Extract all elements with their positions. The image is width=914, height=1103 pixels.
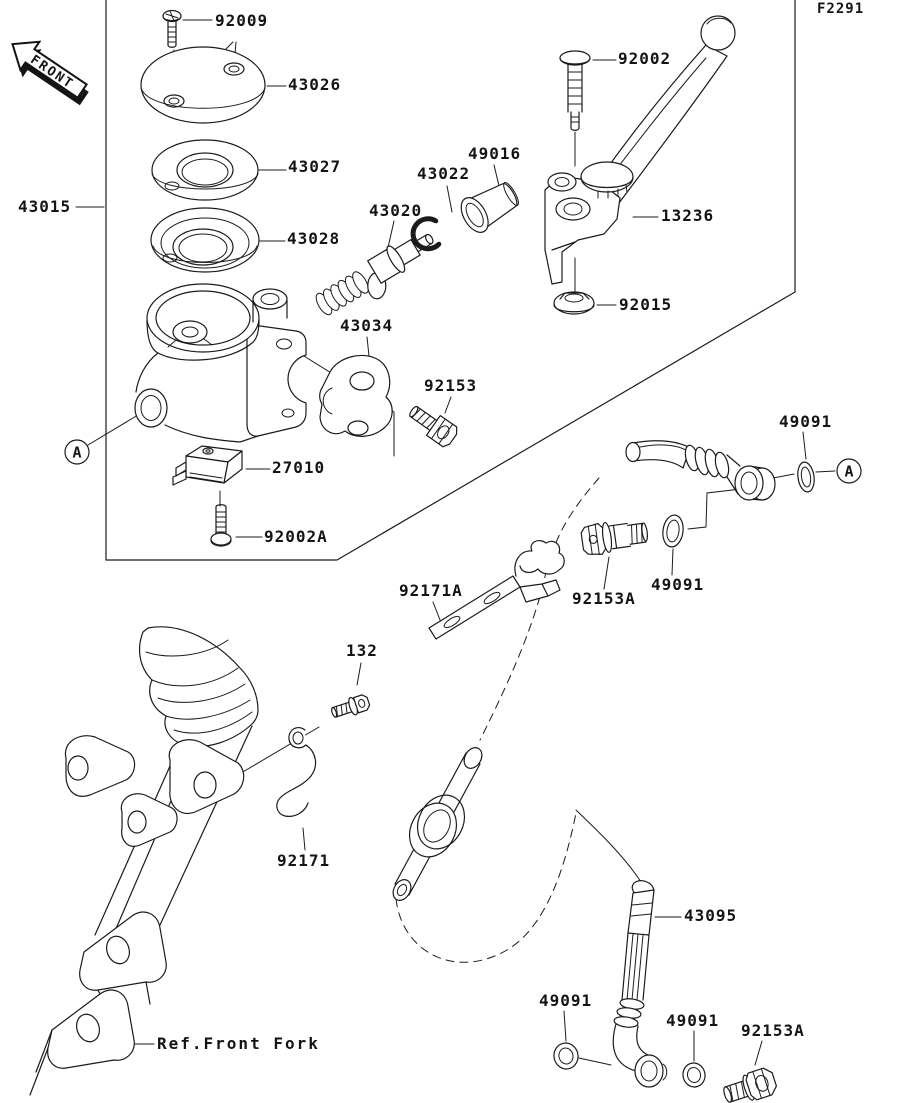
pivot-bolt-92002-drawing xyxy=(560,51,590,130)
master-cylinder-body-drawing xyxy=(135,284,306,442)
part-label-43095: 43095 xyxy=(684,906,738,925)
hook-clamp-92171-drawing xyxy=(277,728,316,817)
part-label-43028: 43028 xyxy=(287,229,341,248)
part-label-49091-mid: 49091 xyxy=(651,575,705,594)
banjo-bolt-92153a-bot-drawing xyxy=(720,1066,778,1103)
marker-a-left: A xyxy=(65,440,89,464)
part-label-43015: 43015 xyxy=(18,197,72,216)
part-label-49091-bl: 49091 xyxy=(539,991,593,1010)
marker-a-right: A xyxy=(837,459,861,483)
marker-a-right-label: A xyxy=(845,463,854,481)
part-label-92171a: 92171A xyxy=(399,581,463,600)
nut-92015-drawing xyxy=(554,292,594,314)
front-arrow: FRONT xyxy=(0,30,89,106)
lever-13236-drawing xyxy=(545,16,735,284)
bolt-92153-drawing xyxy=(405,400,460,449)
group-outline-box xyxy=(106,0,795,560)
switch-27010-drawing xyxy=(173,446,242,485)
cap-43026-drawing xyxy=(141,47,265,123)
part-label-132: 132 xyxy=(346,641,378,660)
washer-49091-tr-drawing xyxy=(796,461,816,493)
part-label-27010: 27010 xyxy=(272,458,326,477)
washer-49091-mid-drawing xyxy=(661,514,685,548)
hose-routing-lines xyxy=(396,478,643,962)
part-label-43026: 43026 xyxy=(288,75,342,94)
bolt-132-drawing xyxy=(329,693,371,722)
part-label-92002: 92002 xyxy=(618,49,672,68)
washer-49091-bm-drawing xyxy=(681,1061,708,1089)
marker-a-left-label: A xyxy=(73,444,82,462)
part-label-43027: 43027 xyxy=(288,157,342,176)
part-label-49091-bm: 49091 xyxy=(666,1011,720,1030)
washer-49091-bl-drawing xyxy=(552,1041,581,1071)
boot-49016-drawing xyxy=(456,176,524,237)
screw-92002a-drawing xyxy=(211,505,231,546)
diaphragm-43028-drawing xyxy=(151,208,259,272)
part-label-92153a-bot: 92153A xyxy=(741,1021,805,1040)
bracket-92171a-drawing xyxy=(429,541,564,639)
part-label-13236: 13236 xyxy=(661,206,715,225)
screw-92009-drawing xyxy=(163,11,181,48)
part-label-92171: 92171 xyxy=(277,851,331,870)
circlip-43022-drawing xyxy=(413,219,442,249)
figure-code: F2291 xyxy=(817,1,865,17)
part-label-92002a: 92002A xyxy=(264,527,328,546)
part-label-92153: 92153 xyxy=(424,376,478,395)
part-label-49016: 49016 xyxy=(468,144,522,163)
upper-hose-fitting-drawing xyxy=(626,441,775,500)
piston-43020-drawing xyxy=(313,225,447,317)
part-label-49091-tr: 49091 xyxy=(779,412,833,431)
plate-43027-drawing xyxy=(152,140,258,200)
part-label-92015: 92015 xyxy=(619,295,673,314)
part-label-92153a-mid: 92153A xyxy=(572,589,636,608)
hose-grommet-segment-drawing xyxy=(390,744,486,903)
part-label-43020: 43020 xyxy=(369,201,423,220)
part-label-92009: 92009 xyxy=(215,11,269,30)
part-label-43022: 43022 xyxy=(417,164,471,183)
ref-front-fork-note: Ref.Front Fork xyxy=(157,1034,320,1053)
part-label-43034: 43034 xyxy=(340,316,394,335)
front-fork-drawing xyxy=(30,627,258,1095)
banjo-bolt-92153a-mid-drawing xyxy=(580,517,649,557)
clamp-43034-drawing xyxy=(320,355,392,436)
hose-43095-drawing xyxy=(613,878,667,1087)
